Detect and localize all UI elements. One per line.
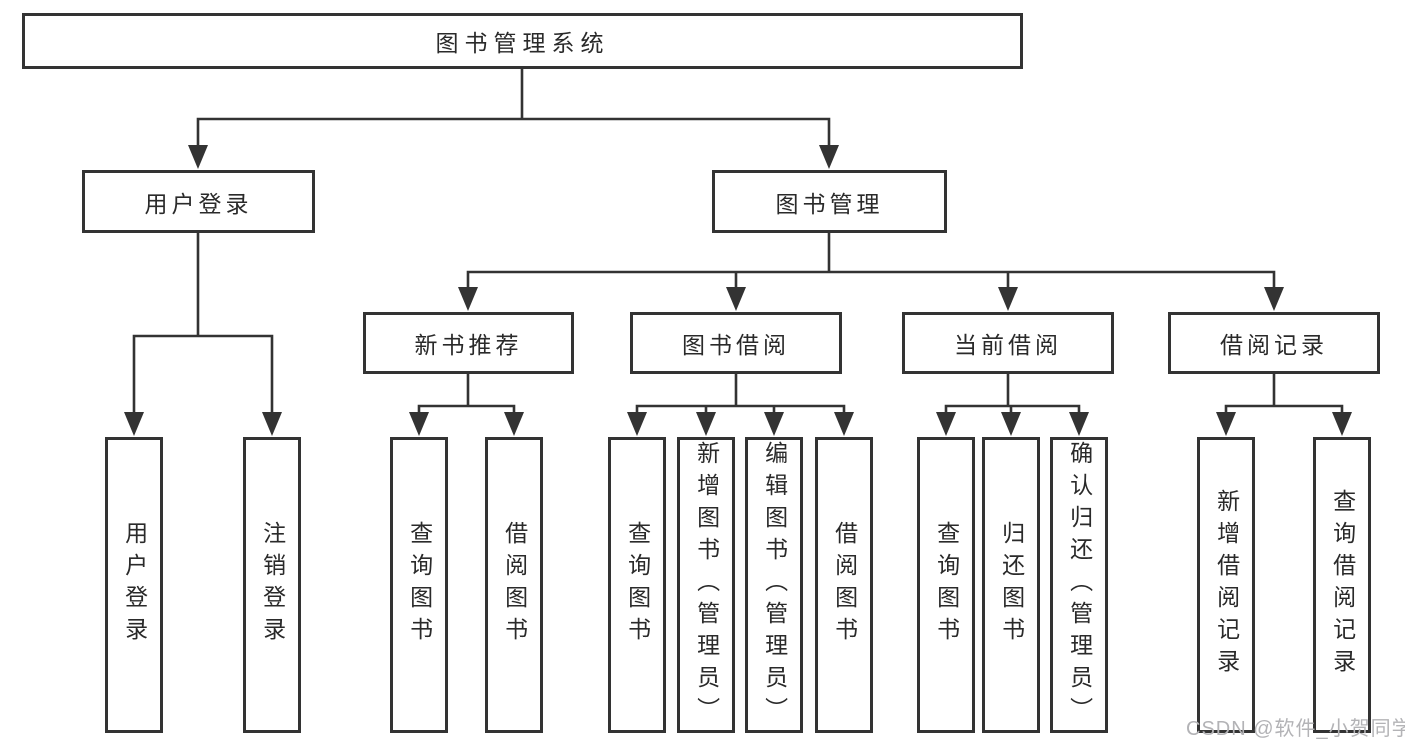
arrowhead: [1332, 412, 1352, 436]
node-label: 新书推荐: [414, 332, 523, 358]
connector-root-to-level2: [196, 66, 831, 152]
connector-records-to-leaves: [1224, 372, 1344, 418]
leaf-label: 注销登录: [259, 521, 286, 649]
connector-userlogin-to-leaves: [132, 231, 274, 418]
leaf-label: 用户登录: [121, 521, 148, 649]
arrowhead: [726, 287, 746, 311]
connector-newrec-to-leaves: [417, 372, 516, 418]
arrowhead: [819, 145, 839, 169]
leaf-current-return-books: 归还图书: [982, 437, 1040, 733]
leaf-label: 查询图书: [933, 521, 960, 649]
leaf-user-login: 用户登录: [105, 437, 163, 733]
node-label: 用户登录: [144, 190, 253, 217]
leaf-borrow-edit-books-admin: 编辑图书（管理员）: [745, 437, 803, 733]
leaf-borrow-query-books: 查询图书: [608, 437, 666, 733]
connector-current-to-leaves: [944, 372, 1081, 418]
leaf-borrow-borrow-books: 借阅图书: [815, 437, 873, 733]
arrowhead: [627, 412, 647, 436]
arrowhead: [1001, 412, 1021, 436]
connector-borrow-to-leaves: [635, 372, 846, 418]
arrowhead: [409, 412, 429, 436]
leaf-records-add-record: 新增借阅记录: [1197, 437, 1255, 733]
leaf-label: 新增图书（管理员）: [693, 441, 720, 729]
leaf-label: 查询图书: [406, 521, 433, 649]
leaf-current-confirm-return-admin: 确认归还（管理员）: [1050, 437, 1108, 733]
arrowhead: [1069, 412, 1089, 436]
arrowhead: [936, 412, 956, 436]
node-book-borrow: 图书借阅: [630, 312, 842, 374]
leaf-current-query-books: 查询图书: [917, 437, 975, 733]
leaf-label: 查询借阅记录: [1329, 489, 1356, 681]
node-label: 图书管理: [775, 190, 884, 217]
node-borrow-records: 借阅记录: [1168, 312, 1380, 374]
node-label: 借阅记录: [1220, 332, 1328, 358]
arrowhead: [998, 287, 1018, 311]
leaf-recommend-query-books: 查询图书: [390, 437, 448, 733]
leaf-label: 归还图书: [998, 521, 1025, 649]
node-user-login: 用户登录: [82, 170, 315, 233]
arrowhead: [188, 145, 208, 169]
leaf-label: 编辑图书（管理员）: [761, 441, 788, 729]
arrowhead: [124, 412, 144, 436]
arrowhead: [458, 287, 478, 311]
arrowhead: [834, 412, 854, 436]
leaf-label: 借阅图书: [831, 521, 858, 649]
leaf-recommend-borrow-books: 借阅图书: [485, 437, 543, 733]
node-root-system: 图书管理系统: [22, 13, 1023, 69]
leaf-records-query-record: 查询借阅记录: [1313, 437, 1371, 733]
node-current-borrow: 当前借阅: [902, 312, 1114, 374]
arrowheads: [124, 145, 1352, 436]
leaf-borrow-add-books-admin: 新增图书（管理员）: [677, 437, 735, 733]
arrowhead: [1216, 412, 1236, 436]
csdn-watermark: CSDN @软件_小贺同学: [1186, 718, 1405, 740]
arrowhead: [696, 412, 716, 436]
node-book-management: 图书管理: [712, 170, 947, 233]
arrowhead: [764, 412, 784, 436]
arrowhead: [262, 412, 282, 436]
leaf-logout: 注销登录: [243, 437, 301, 733]
node-label: 图书借阅: [682, 332, 790, 358]
leaf-label: 查询图书: [624, 521, 651, 649]
leaf-label: 新增借阅记录: [1213, 489, 1240, 681]
leaf-label: 借阅图书: [501, 521, 528, 649]
node-new-book-recommend: 新书推荐: [363, 312, 574, 374]
leaf-label: 确认归还（管理员）: [1066, 441, 1093, 729]
node-label: 图书管理系统: [435, 30, 610, 56]
connector-stems: [132, 66, 1344, 418]
connector-bookmgmt-to-level3: [466, 231, 1276, 294]
node-label: 当前借阅: [954, 332, 1062, 358]
arrowhead: [1264, 287, 1284, 311]
arrowhead: [504, 412, 524, 436]
